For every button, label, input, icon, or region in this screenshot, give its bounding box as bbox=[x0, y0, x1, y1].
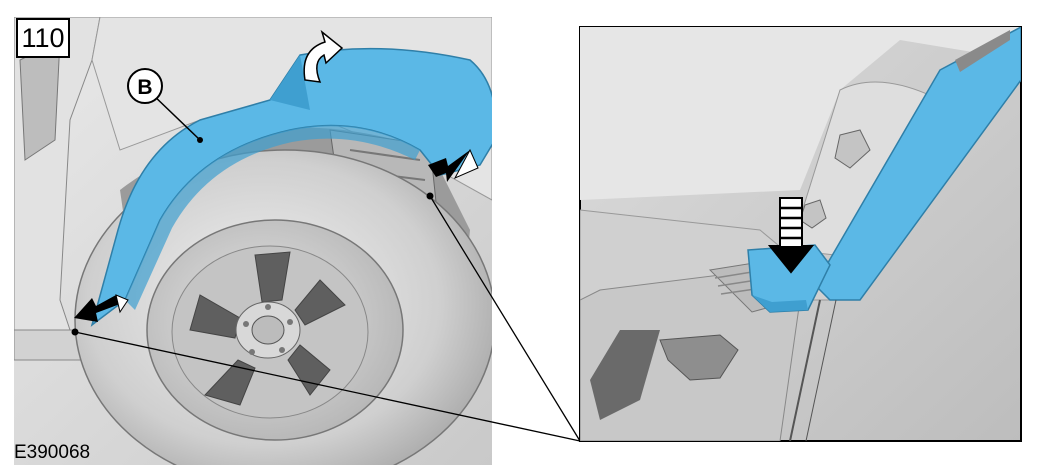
step-number-box: 110 bbox=[16, 18, 70, 58]
removal-arrow-right bbox=[428, 148, 479, 182]
callout-b-label: B bbox=[137, 76, 152, 99]
detail-leaders bbox=[74, 195, 581, 442]
detail-view bbox=[579, 26, 1022, 442]
figure-code: E390068 bbox=[14, 442, 91, 463]
step-number: 110 bbox=[21, 22, 65, 53]
press-arrow bbox=[767, 197, 815, 274]
vehicle-view bbox=[14, 17, 492, 465]
removal-arrow-upper bbox=[303, 29, 344, 83]
removal-arrow-lower-left bbox=[74, 294, 129, 322]
callout-b: B bbox=[127, 68, 163, 104]
